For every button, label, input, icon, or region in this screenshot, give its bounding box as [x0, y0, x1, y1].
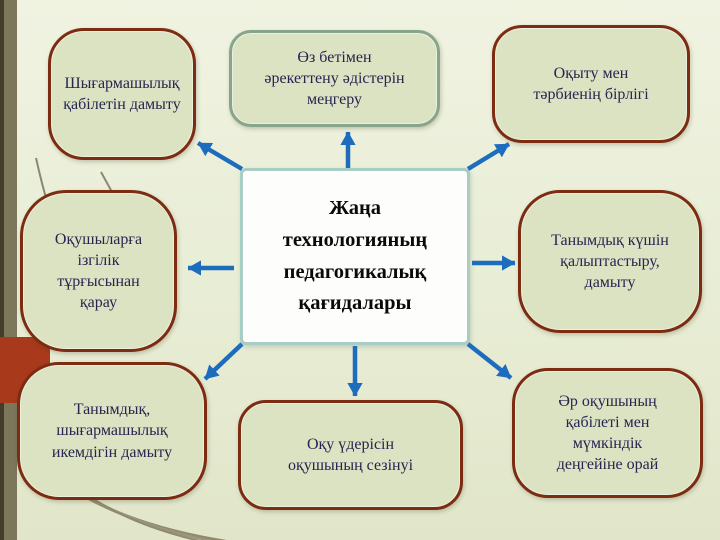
left-edge-dark-strip: [0, 0, 4, 540]
node-bottom-right-label: Әр оқушының қабілеті мен мүмкіндік деңге…: [556, 392, 659, 474]
node-top-center: Өз бетімен әрекеттену әдістерін меңгеру: [229, 30, 440, 127]
arrow-to-top-left: [196, 141, 244, 171]
node-mid-left-label: Оқушыларға ізгілік тұрғысынан қарау: [54, 230, 143, 312]
node-mid-left: Оқушыларға ізгілік тұрғысынан қарау: [20, 190, 177, 352]
node-top-center-label: Өз бетімен әрекеттену әдістерін меңгеру: [264, 48, 405, 109]
node-top-left-label: Шығармашылық қабілетін дамыту: [63, 74, 181, 113]
node-center-label: Жаңа технологияның педагогикалық қағидал…: [282, 196, 428, 315]
node-bottom-center: Оқу үдерісін оқушының сезінуі: [238, 400, 463, 510]
decor-line-left: [100, 171, 113, 193]
node-bottom-left: Танымдық, шығармашылық икемдігін дамыту: [17, 362, 207, 500]
arrow-to-bottom-left: [203, 342, 244, 381]
node-bottom-left-label: Танымдық, шығармашылық икемдігін дамыту: [51, 401, 173, 461]
left-olive-strip: [4, 0, 17, 540]
arrow-to-bottom-right: [466, 342, 513, 380]
node-top-left: Шығармашылық қабілетін дамыту: [48, 28, 196, 160]
node-mid-right: Танымдық күшін қалыптастыру, дамыту: [518, 190, 702, 333]
node-bottom-center-label: Оқу үдерісін оқушының сезінуі: [287, 435, 414, 474]
node-mid-right-label: Танымдық күшін қалыптастыру, дамыту: [551, 231, 669, 292]
node-bottom-right: Әр оқушының қабілеті мен мүмкіндік деңге…: [512, 368, 703, 498]
arrow-to-top-right: [466, 142, 511, 171]
node-center: Жаңа технологияның педагогикалық қағидал…: [240, 168, 470, 345]
node-top-right: Оқыту мен тәрбиенің бірлігі: [492, 25, 690, 143]
node-top-right-label: Оқыту мен тәрбиенің бірлігі: [533, 64, 649, 103]
